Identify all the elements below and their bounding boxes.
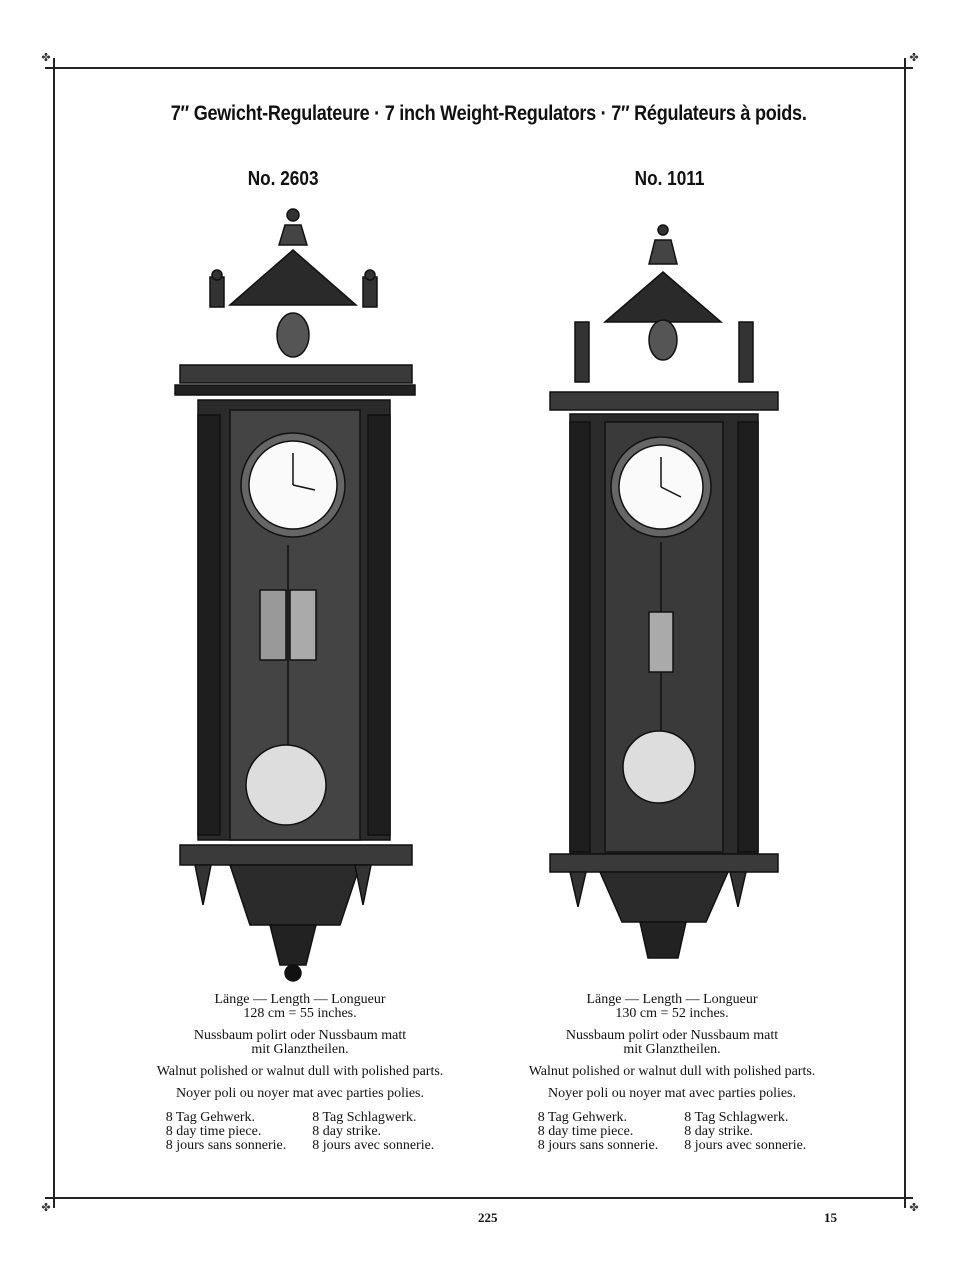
frame-left-rule [53,58,55,1208]
material-french: Noyer poli ou noyer mat avec parties pol… [175,1086,425,1101]
model-number: No. 2603 [183,168,383,191]
frame-top-rule [45,67,913,69]
corner-ornament-icon: ✤ [41,1202,51,1214]
clock-illustration-2603 [174,208,416,982]
frame-right-rule [904,58,906,1208]
material-german-cont: mit Glanztheilen. [623,1042,721,1057]
spec: 8 jours sans sonnerie. [165,1138,287,1153]
spec: 8 day strike. [312,1124,382,1139]
spec: 8 day strike. [684,1124,754,1139]
length-label: Länge — Length — Longueur [586,992,758,1007]
frame-bottom-rule [45,1197,913,1199]
spec: 8 jours avec sonnerie. [312,1138,435,1153]
corner-ornament-icon: ✤ [909,52,919,64]
material-english: Walnut polished or walnut dull with poli… [528,1064,816,1079]
length-label: Länge — Length — Longueur [214,992,386,1007]
spec: 8 day time piece. [537,1124,634,1139]
material-german: Nussbaum polirt oder Nussbaum matt [193,1028,407,1043]
spec: 8 day time piece. [165,1124,262,1139]
material-german: Nussbaum polirt oder Nussbaum matt [565,1028,779,1043]
spec: 8 Tag Gehwerk. [165,1110,256,1125]
model-number-text: No. 1011 [635,168,705,190]
material-english: Walnut polished or walnut dull with poli… [156,1064,444,1079]
spec: 8 jours sans sonnerie. [537,1138,659,1153]
spec: 8 Tag Gehwerk. [537,1110,628,1125]
movement-specs: 8 Tag Gehwerk.8 day time piece.8 jours s… [492,1111,852,1153]
model-number-text: No. 2603 [247,168,319,190]
model-number: No. 1011 [570,168,770,191]
length-value: 130 cm = 52 inches. [615,1006,729,1021]
length-value: 128 cm = 55 inches. [243,1006,357,1021]
page-number-center: 225 [478,1210,498,1225]
corner-ornament-icon: ✤ [909,1202,919,1214]
corner-ornament-icon: ✤ [41,52,51,64]
material-german-cont: mit Glanztheilen. [251,1042,349,1057]
page-title-text: 7″ Gewicht-Regulateure · 7 inch Weight-R… [171,102,807,125]
clock-illustration-1011 [549,224,779,959]
spec: 8 Tag Schlagwerk. [684,1110,789,1125]
movement-specs: 8 Tag Gehwerk.8 day time piece.8 jours s… [120,1111,480,1153]
spec: 8 jours avec sonnerie. [684,1138,807,1153]
page-number-right: 15 [824,1210,837,1225]
material-french: Noyer poli ou noyer mat avec parties pol… [547,1086,797,1101]
spec: 8 Tag Schlagwerk. [312,1110,417,1125]
page-title: 7″ Gewicht-Regulateure · 7 inch Weight-R… [0,102,978,126]
